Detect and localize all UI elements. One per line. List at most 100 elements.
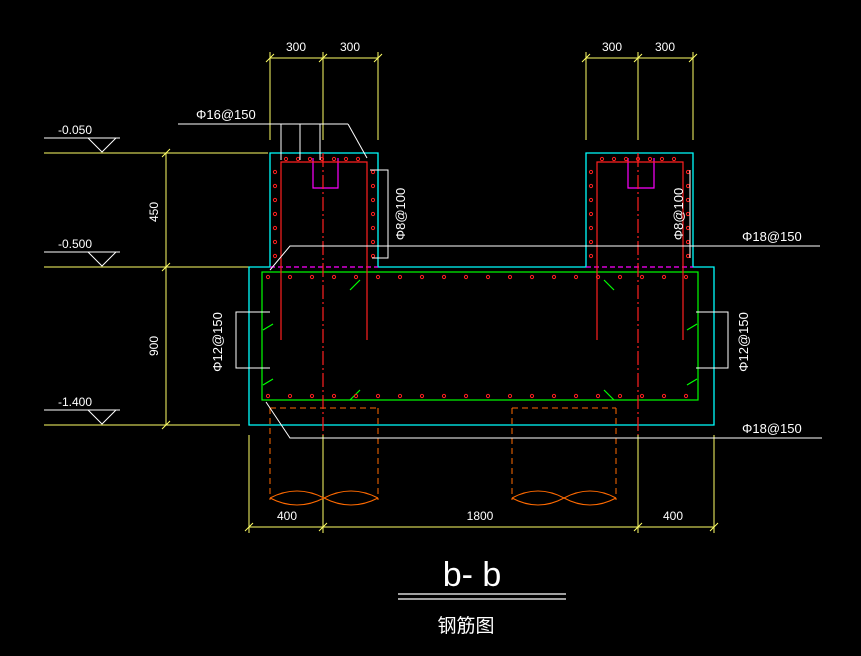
dim-top-right-a: 300 bbox=[602, 40, 622, 54]
rebar-dot bbox=[635, 156, 641, 162]
rebar-dot bbox=[370, 225, 376, 231]
rebar-dot bbox=[573, 393, 579, 399]
rebar-dot bbox=[595, 393, 601, 399]
dim-bottom-middle: 1800 bbox=[467, 509, 494, 523]
structure-outline bbox=[248, 152, 715, 426]
rebar-dot bbox=[272, 239, 278, 245]
rebar-dot bbox=[671, 156, 677, 162]
dim-left-upper: 450 bbox=[147, 202, 161, 222]
main-rebar bbox=[280, 153, 684, 435]
rebar-dot bbox=[375, 393, 381, 399]
rebar-dot bbox=[287, 393, 293, 399]
rebar-dot bbox=[370, 183, 376, 189]
rebar-dot bbox=[529, 274, 535, 280]
rebar-dot bbox=[441, 393, 447, 399]
rebar-dot bbox=[659, 156, 665, 162]
rebar-dot bbox=[529, 393, 535, 399]
elevation-marks bbox=[44, 137, 120, 425]
leader-lines bbox=[178, 123, 822, 439]
rebar-dot bbox=[485, 393, 491, 399]
rebar-side-right: Φ12@150 bbox=[736, 312, 751, 372]
rebar-dot bbox=[295, 156, 301, 162]
rebar-dot bbox=[272, 225, 278, 231]
rebar-dot bbox=[397, 393, 403, 399]
rebar-dot bbox=[343, 156, 349, 162]
rebar-dot bbox=[309, 393, 315, 399]
rebar-dot bbox=[370, 239, 376, 245]
beam-reinforcement bbox=[261, 271, 699, 401]
rebar-dot bbox=[683, 274, 689, 280]
piles bbox=[269, 407, 617, 506]
rebar-dot bbox=[353, 274, 359, 280]
rebar-dot bbox=[617, 393, 623, 399]
rebar-dot bbox=[370, 211, 376, 217]
rebar-dot bbox=[331, 393, 337, 399]
rebar-dot bbox=[287, 274, 293, 280]
rebar-dot bbox=[331, 274, 337, 280]
rebar-dot bbox=[617, 274, 623, 280]
rebar-dot bbox=[685, 239, 691, 245]
rebar-dot bbox=[683, 393, 689, 399]
rebar-dot bbox=[485, 274, 491, 280]
stirrups bbox=[270, 158, 693, 268]
rebar-dot bbox=[463, 274, 469, 280]
dimension-lines bbox=[44, 52, 719, 533]
dim-top-right-b: 300 bbox=[655, 40, 675, 54]
dim-top-left-b: 300 bbox=[340, 40, 360, 54]
rebar-dot bbox=[661, 393, 667, 399]
drawing-subtitle: 钢筋图 bbox=[437, 615, 494, 637]
rebar-dot bbox=[639, 393, 645, 399]
rebar-dot bbox=[685, 253, 691, 259]
rebar-dot bbox=[685, 211, 691, 217]
rebar-dot bbox=[272, 169, 278, 175]
rebar-dot bbox=[370, 197, 376, 203]
rebar-dot bbox=[685, 197, 691, 203]
rebar-dot bbox=[611, 156, 617, 162]
rebar-dot bbox=[272, 253, 278, 259]
rebar-dot bbox=[375, 274, 381, 280]
rebar-dot bbox=[309, 274, 315, 280]
elevation-top: -0.050 bbox=[58, 123, 92, 137]
rebar-dot bbox=[441, 274, 447, 280]
rebar-dot bbox=[588, 183, 594, 189]
rebar-dot bbox=[265, 274, 271, 280]
rebar-dot bbox=[283, 156, 289, 162]
rebar-dot bbox=[588, 211, 594, 217]
rebar-dot bbox=[507, 274, 513, 280]
rebar-dot bbox=[272, 211, 278, 217]
rebar-dot bbox=[661, 274, 667, 280]
rebar-dot bbox=[397, 274, 403, 280]
rebar-dot bbox=[419, 393, 425, 399]
rebar-dot bbox=[685, 183, 691, 189]
rebar-dot bbox=[370, 253, 376, 259]
elevation-bottom: -1.400 bbox=[58, 395, 92, 409]
dim-bottom-left: 400 bbox=[277, 509, 297, 523]
rebar-dot bbox=[588, 169, 594, 175]
rebar-dot bbox=[463, 393, 469, 399]
rebar-section-dots bbox=[265, 156, 691, 399]
rebar-dot bbox=[265, 393, 271, 399]
rebar-column-top: Φ16@150 bbox=[196, 107, 256, 122]
rebar-beam-top: Φ18@150 bbox=[742, 229, 802, 244]
rebar-dot bbox=[419, 274, 425, 280]
rebar-dot bbox=[370, 169, 376, 175]
rebar-dot bbox=[588, 197, 594, 203]
rebar-dot bbox=[551, 274, 557, 280]
rebar-dot bbox=[319, 156, 325, 162]
rebar-dot bbox=[588, 225, 594, 231]
drawing-title: b- b bbox=[443, 556, 502, 594]
dim-left-lower: 900 bbox=[147, 336, 161, 356]
rebar-dot bbox=[573, 274, 579, 280]
dim-bottom-right: 400 bbox=[663, 509, 683, 523]
elevation-middle: -0.500 bbox=[58, 237, 92, 251]
rebar-dot bbox=[355, 156, 361, 162]
rebar-beam-bottom: Φ18@150 bbox=[742, 421, 802, 436]
rebar-dot bbox=[647, 156, 653, 162]
rebar-dot bbox=[331, 156, 337, 162]
rebar-side-left: Φ12@150 bbox=[210, 312, 225, 372]
rebar-dot bbox=[685, 169, 691, 175]
rebar-dot bbox=[623, 156, 629, 162]
rebar-dot bbox=[507, 393, 513, 399]
dim-top-left-a: 300 bbox=[286, 40, 306, 54]
